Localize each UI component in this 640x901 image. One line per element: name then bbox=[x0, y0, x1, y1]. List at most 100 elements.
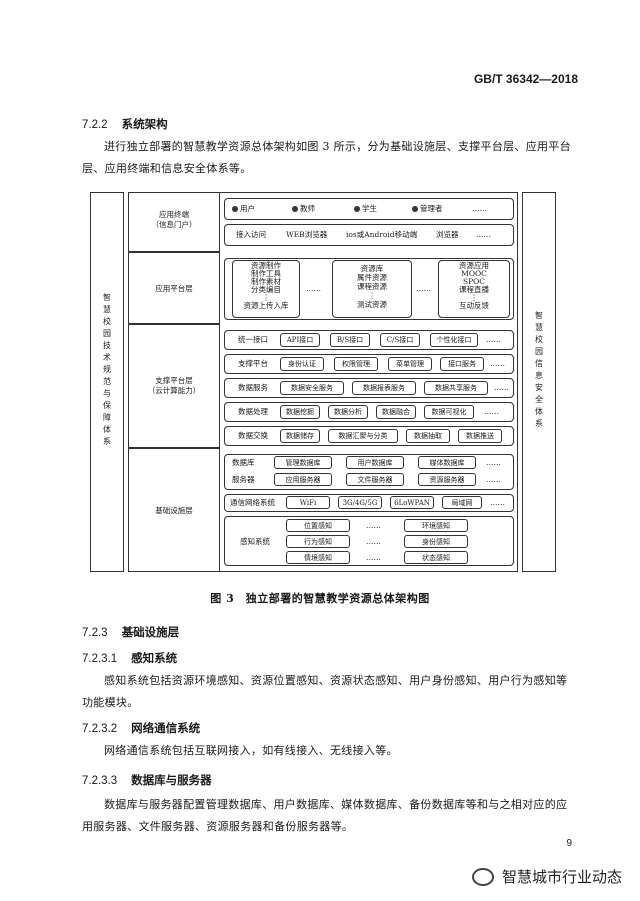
support-row-processing-label: 数据处理 bbox=[238, 407, 268, 416]
watermark: 智慧城市行业动态 bbox=[471, 866, 622, 887]
standard-number: GB/T 36342—2018 bbox=[473, 72, 578, 86]
infra-sense-label: 感知系统 bbox=[240, 537, 270, 546]
db-management: 管理数据库 bbox=[274, 456, 332, 469]
sense-status: 状态感知 bbox=[404, 551, 468, 564]
app-group-production-items: 资源制作 制作工具 制作素材 分类编目 ⋮ 资源上传入库 bbox=[243, 261, 289, 310]
access-label: 接入访问 bbox=[236, 230, 266, 239]
page-number: 9 bbox=[566, 838, 572, 849]
student-icon bbox=[354, 206, 360, 212]
platform-more: …… bbox=[490, 359, 505, 368]
data-storage: 数据储存 bbox=[280, 429, 320, 443]
architecture-diagram: 智慧校园技术规范与保障体系 智慧校园信息安全体系 应用终端 （信息门户） 应用平… bbox=[90, 192, 556, 572]
access-mobile: ios或Android移动端 bbox=[346, 230, 418, 239]
data-mining: 数据挖掘 bbox=[280, 405, 320, 419]
paragraph-7233: 数据库与服务器配置管理数据库、用户数据库、媒体数据库、备份数据库等和与之相对应的… bbox=[82, 798, 568, 833]
terminal-user: 用户 bbox=[232, 204, 255, 214]
left-column bbox=[90, 192, 124, 572]
layer-support-label: 支撑平台层 （云计算能力） bbox=[147, 376, 201, 395]
platform-permission: 权限管理 bbox=[334, 357, 378, 371]
terminal-row-users bbox=[224, 198, 514, 220]
sense-location: 位置感知 bbox=[286, 519, 350, 532]
server-resource: 资源服务器 bbox=[418, 473, 476, 486]
admin-icon bbox=[412, 206, 418, 212]
right-column-label: 智慧校园信息安全体系 bbox=[535, 311, 543, 428]
data-aggregation: 数据汇聚与分类 bbox=[328, 429, 398, 443]
net-lan: 局域网 bbox=[442, 496, 482, 509]
figure-caption: 图 3 独立部署的智慧教学资源总体架构图 bbox=[210, 592, 430, 605]
support-row-platform-label: 支撑平台 bbox=[238, 359, 268, 368]
support-row-interface-label: 统一接口 bbox=[238, 335, 268, 344]
infra-network-label: 通信网络系统 bbox=[230, 498, 275, 507]
paragraph-722: 进行独立部署的智慧教学资源总体架构如图 3 所示，分为基础设施层、支撑平台层、应… bbox=[82, 140, 571, 175]
layer-infra-label: 基础设施层 bbox=[155, 506, 193, 515]
data-report-service: 数据报表服务 bbox=[352, 381, 416, 395]
sense-dots-2: …… bbox=[366, 537, 381, 546]
server-more: …… bbox=[486, 475, 501, 484]
app-group-application-items: 资源应用 MOOC SPOC 课程直播 ⋮ 互动反馈 bbox=[459, 261, 489, 310]
interface-bs: B/S接口 bbox=[330, 333, 370, 347]
data-extraction: 数据抽取 bbox=[406, 429, 450, 443]
support-row-data-service-label: 数据服务 bbox=[238, 383, 268, 392]
server-app: 应用服务器 bbox=[274, 473, 332, 486]
layer-terminal bbox=[128, 192, 220, 252]
left-column-label: 智慧校园技术规范与保障体系 bbox=[103, 293, 111, 446]
sense-environment: 环境感知 bbox=[404, 519, 468, 532]
access-browser: 浏览器 bbox=[436, 230, 459, 239]
db-user: 用户数据库 bbox=[346, 456, 404, 469]
layer-terminal-label: 应用终端 （信息门户） bbox=[151, 210, 197, 229]
net-6lowpan: 6LoWPAN bbox=[390, 496, 434, 509]
terminal-more: …… bbox=[472, 204, 487, 213]
data-security-service: 数据安全服务 bbox=[280, 381, 344, 395]
interface-more: …… bbox=[486, 335, 501, 344]
interface-custom: 个性化接口 bbox=[430, 333, 478, 347]
access-web: WEB浏览器 bbox=[286, 230, 328, 239]
data-analysis: 数据分析 bbox=[328, 405, 368, 419]
terminal-student: 学生 bbox=[354, 204, 377, 214]
paragraph-7232: 网络通信系统包括互联网接入，如有线接入、无线接入等。 bbox=[104, 744, 398, 757]
app-group-application bbox=[438, 260, 510, 318]
paragraph-7231: 感知系统包括资源环境感知、资源位置感知、资源状态感知、用户身份感知、用户行为感知… bbox=[82, 674, 568, 709]
sense-dots-3: …… bbox=[366, 553, 381, 562]
layer-infra bbox=[128, 448, 220, 572]
app-group-library-items: 资源库 属件资源 课程资源 ⋮ 测试资源 bbox=[357, 264, 387, 309]
terminal-teacher: 教师 bbox=[292, 204, 315, 214]
terminal-row-access bbox=[224, 224, 514, 246]
server-file: 文件服务器 bbox=[346, 473, 404, 486]
platform-auth: 身份认证 bbox=[280, 357, 324, 371]
access-more: …… bbox=[476, 230, 491, 239]
infra-server-label: 服务器 bbox=[232, 475, 255, 484]
db-more: …… bbox=[486, 458, 501, 467]
data-share-service: 数据共享服务 bbox=[424, 381, 488, 395]
data-visualization: 数据可视化 bbox=[424, 405, 474, 419]
net-wifi: WiFi bbox=[286, 496, 330, 509]
app-dots-2: …… bbox=[416, 284, 431, 293]
net-mobile: 3G/4G/5G bbox=[338, 496, 382, 509]
layer-app bbox=[128, 252, 220, 324]
processing-more: …… bbox=[484, 407, 499, 416]
platform-interface-service: 接口服务 bbox=[440, 357, 484, 371]
infra-db-label: 数据库 bbox=[232, 458, 255, 467]
layer-app-label: 应用平台层 bbox=[155, 284, 193, 293]
interface-api: API接口 bbox=[280, 333, 320, 347]
app-group-production bbox=[232, 260, 300, 318]
sense-situation: 情境感知 bbox=[286, 551, 350, 564]
data-fusion: 数据融合 bbox=[376, 405, 416, 419]
interface-cs: C/S接口 bbox=[380, 333, 420, 347]
layer-support bbox=[128, 324, 220, 448]
platform-menu: 菜单管理 bbox=[388, 357, 432, 371]
net-more: …… bbox=[490, 498, 505, 507]
user-icon bbox=[232, 206, 238, 212]
wechat-icon bbox=[471, 867, 494, 886]
teacher-icon bbox=[292, 206, 298, 212]
app-dots-1: …… bbox=[306, 284, 321, 293]
sense-identity: 身份感知 bbox=[404, 535, 468, 548]
support-row-exchange-label: 数据交换 bbox=[238, 431, 268, 440]
terminal-admin: 管理者 bbox=[412, 204, 443, 214]
data-push: 数据推送 bbox=[458, 429, 502, 443]
app-group-library bbox=[332, 260, 412, 318]
